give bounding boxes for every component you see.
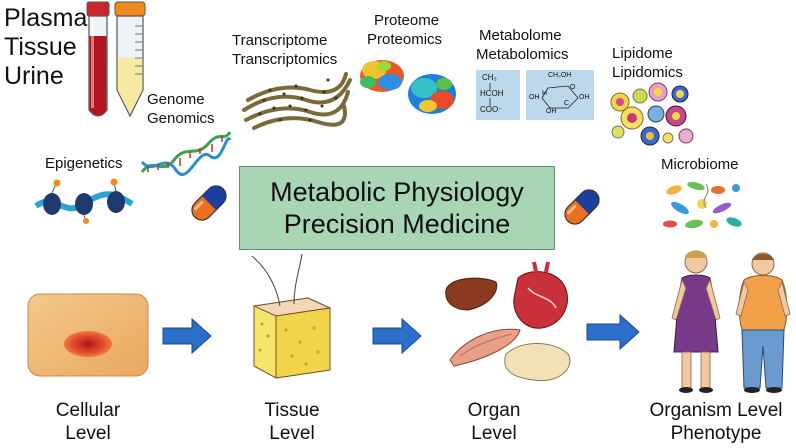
arrow-organ-to-organism: [586, 313, 640, 351]
label-proteome: Proteome: [374, 12, 440, 29]
endoplasmic-reticulum-icon: [242, 72, 352, 130]
label-transcriptome: Transcriptome: [232, 32, 328, 49]
woman-figure-icon: [671, 250, 721, 393]
blood-tube-icon: [86, 1, 110, 117]
glucose-c: C: [564, 100, 570, 107]
center-title-line1: Metabolic Physiology: [270, 176, 524, 207]
urine-tube-icon: [114, 1, 146, 118]
arrow-tissue-to-organ: [372, 317, 422, 355]
level-organism-line1: Organism Level: [649, 400, 783, 421]
glucose-ring: [541, 85, 579, 109]
label-epigenetics: Epigenetics: [45, 155, 123, 172]
lipoprotein-icon: [610, 82, 694, 146]
glucose-oh-right: OH: [579, 94, 590, 101]
label-lipidome: Lipidome: [612, 45, 673, 62]
cell-icon: [27, 293, 149, 377]
microbes-icon: [663, 181, 742, 229]
label-urine: Urine: [4, 62, 64, 90]
label-plasma: Plasma: [4, 4, 88, 32]
arrow-cell-to-tissue: [162, 317, 212, 355]
skin-tissue-icon: [251, 253, 332, 379]
label-metabolomics: Metabolomics: [476, 46, 569, 63]
level-organ-line1: Organ: [467, 400, 521, 421]
center-title-box: Metabolic Physiology Precision Medicine: [239, 166, 555, 250]
label-lipidomics: Lipidomics: [612, 64, 683, 81]
dna-helix-icon: [140, 131, 232, 176]
protein-structure-icon: [360, 60, 456, 114]
level-tissue-line2: Level: [269, 423, 315, 444]
label-genomics: Genomics: [147, 110, 215, 127]
lactate-coo: COO⁻: [480, 105, 503, 114]
nucleosome-icon: [34, 178, 134, 224]
label-metabolome: Metabolome: [479, 27, 562, 44]
lactate-hcoh: HCOH: [480, 89, 504, 98]
organs-icon: [445, 261, 571, 382]
label-microbiome: Microbiome: [661, 156, 739, 173]
lactate-bonds: [489, 83, 491, 106]
lactate-panel: CH₃ HCOH COO⁻: [476, 70, 520, 120]
label-genome: Genome: [147, 91, 205, 108]
level-cellular-line2: Level: [65, 423, 111, 444]
capsule-right-icon: [564, 189, 600, 225]
level-tissue-line1: Tissue: [264, 400, 320, 421]
glucose-o: O: [570, 84, 576, 91]
label-transcriptomics: Transcriptomics: [232, 51, 338, 68]
glucose-oh-left: OH: [529, 94, 540, 101]
center-title-line2: Precision Medicine: [283, 209, 511, 239]
glucose-panel: CH₂OH O OH OH OH H C: [526, 70, 594, 120]
label-proteomics: Proteomics: [367, 31, 443, 48]
glucose-ch2oh: CH₂OH: [548, 72, 572, 79]
level-cellular-line1: Cellular: [55, 400, 121, 421]
level-organ-line2: Level: [471, 423, 517, 444]
man-figure-icon: [735, 252, 791, 393]
level-organism-line2: Phenotype: [670, 423, 762, 444]
lactate-ch3: CH₃: [482, 73, 497, 82]
label-tissue: Tissue: [4, 33, 77, 61]
glucose-oh-bottom: OH: [546, 108, 557, 115]
capsule-left-icon: [191, 185, 227, 221]
